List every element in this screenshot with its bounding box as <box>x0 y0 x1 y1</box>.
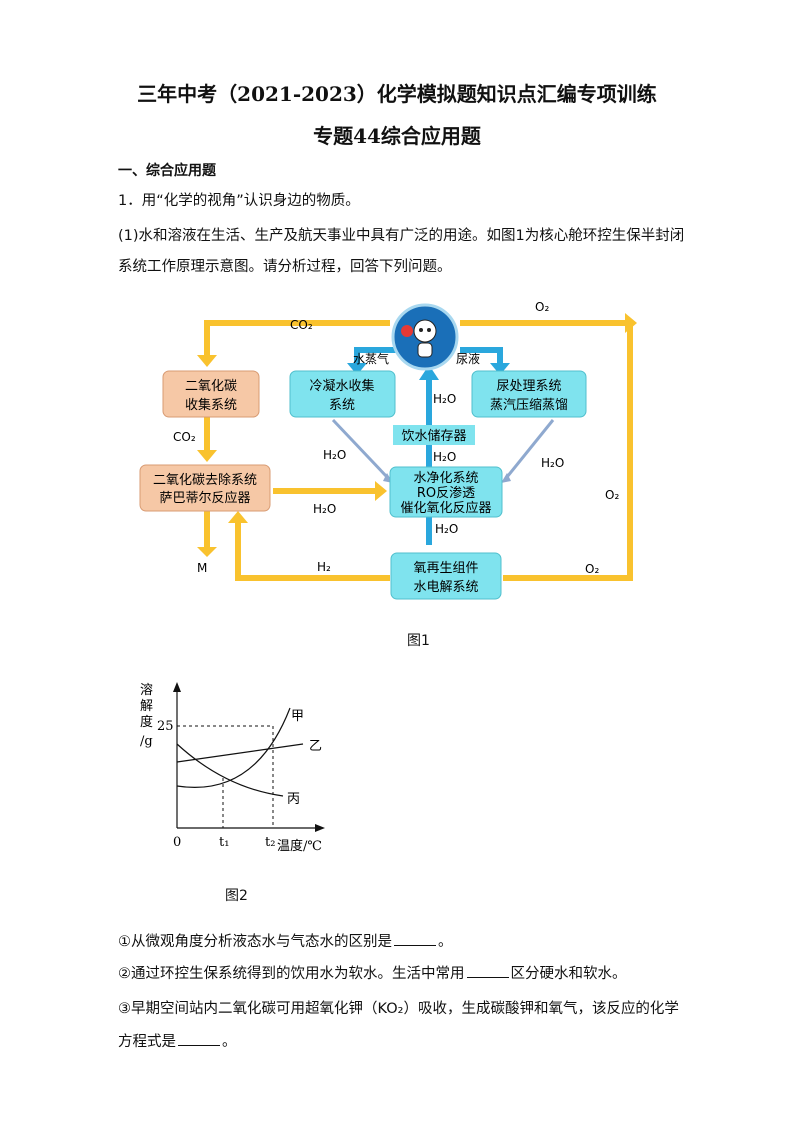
ylabel-2: 解 <box>140 699 153 714</box>
label-vapor: 水蒸气 <box>353 351 389 366</box>
y-tick-25: 25 <box>157 719 174 734</box>
figure-1-diagram: 二氧化碳 收集系统 二氧化碳去除系统 萨巴蒂尔反应器 冷凝水收集 系统 尿处理系… <box>139 300 637 600</box>
answer-blank-b[interactable] <box>466 963 509 978</box>
box-purify <box>389 466 503 518</box>
box-drink <box>393 425 475 445</box>
label-purify-1: 水净化系统 <box>413 471 478 486</box>
arrow-o2-loop <box>503 323 633 581</box>
label-h2o-left: H₂O <box>323 448 346 462</box>
label-condense-1: 冷凝水收集 <box>309 378 374 394</box>
ylabel-4: /g <box>140 734 153 749</box>
label-o2-bottom: O₂ <box>585 562 599 576</box>
box-urine <box>471 370 587 418</box>
curve-bing <box>176 743 284 797</box>
section-heading: 一、综合应用题 <box>118 163 216 179</box>
label-co2-collect-1: 二氧化碳 <box>185 379 237 394</box>
label-o2-right: O₂ <box>605 488 619 502</box>
series-jia: 甲 <box>291 709 304 724</box>
label-co2-remove-2: 萨巴蒂尔反应器 <box>159 490 250 506</box>
series-bing: 丙 <box>287 792 300 807</box>
x-tick-t1: t₁ <box>219 835 229 850</box>
title-line-1: 三年中考（2021-2023）化学模拟题知识点汇编专项训练 <box>137 82 657 106</box>
curve-jia <box>176 707 291 788</box>
ylabel-1: 溶 <box>140 683 153 698</box>
arrow-co2-top <box>204 320 390 355</box>
question-b: ②通过环控生保系统得到的饮用水为软水。生活中常用区分硬水和软水。 <box>118 963 627 984</box>
label-drink: 饮水储存器 <box>401 429 466 444</box>
question-a: ①从微观角度分析液态水与气态水的区别是。 <box>118 931 453 952</box>
figure-2-caption: 图2 <box>225 888 248 904</box>
label-urine-liquid: 尿液 <box>456 351 480 366</box>
box-co2-remove <box>139 464 271 512</box>
label-h2o-lower: H₂O <box>435 522 458 536</box>
label-oxygen-1: 氧再生组件 <box>413 561 478 576</box>
label-m: M <box>197 561 207 575</box>
arrow-h2 <box>235 523 390 581</box>
label-h2o-right: H₂O <box>541 456 564 470</box>
arrow-vapor <box>354 347 400 365</box>
question-c: ③早期空间站内二氧化碳可用超氧化钾（KO₂）吸收，生成碳酸钾和氧气，该反应的化学… <box>118 1001 679 1050</box>
arrow-urine <box>460 347 503 365</box>
box-co2-collect <box>162 370 260 418</box>
label-h2o-mid: H₂O <box>313 502 336 516</box>
x-origin: 0 <box>173 835 181 850</box>
series-yi: 乙 <box>309 739 322 754</box>
ylabel-3: 度 <box>140 714 153 730</box>
curve-yi <box>176 743 304 763</box>
figure-2-graph: 溶 解 度 /g 25 0 t₁ t₂ 温度/℃ 甲 乙 丙 <box>140 682 325 854</box>
answer-blank-c[interactable] <box>178 1031 220 1046</box>
x-tick-t2: t₂ <box>265 835 275 850</box>
label-h2: H₂ <box>317 560 331 574</box>
box-oxygen <box>390 552 502 600</box>
x-axis-label: 温度/℃ <box>277 838 322 854</box>
label-condense-2: 系统 <box>329 398 355 413</box>
label-oxygen-2: 水电解系统 <box>413 580 478 595</box>
label-purify-3: 催化氧化反应器 <box>400 500 491 516</box>
label-purify-2: RO反渗透 <box>417 486 475 501</box>
arrow-condense-to-purify <box>331 418 389 479</box>
label-co2-collect-2: 收集系统 <box>185 397 237 413</box>
label-urine-1: 尿处理系统 <box>496 379 561 394</box>
label-co2-remove-1: 二氧化碳去除系统 <box>153 473 257 488</box>
question-part-1: (1)水和溶液在生活、生产及航天事业中具有广泛的用途。如图1为核心舱环控生保半封… <box>118 228 685 275</box>
box-condense <box>289 370 396 418</box>
arrow-urine-to-purify <box>505 419 555 478</box>
figure-1-caption: 图1 <box>407 633 430 649</box>
label-urine-2: 蒸汽压缩蒸馏 <box>490 397 568 413</box>
label-o2-top: O₂ <box>535 300 549 314</box>
label-h2o-center: H₂O <box>433 450 456 464</box>
question-stem: 1．用“化学的视角”认识身边的物质。 <box>118 193 360 209</box>
label-co2-top: CO₂ <box>290 318 313 332</box>
answer-blank-a[interactable] <box>394 931 436 946</box>
title-line-2: 专题44综合应用题 <box>313 124 481 148</box>
label-co2-mid: CO₂ <box>173 430 196 444</box>
label-h2o-up: H₂O <box>433 392 456 406</box>
